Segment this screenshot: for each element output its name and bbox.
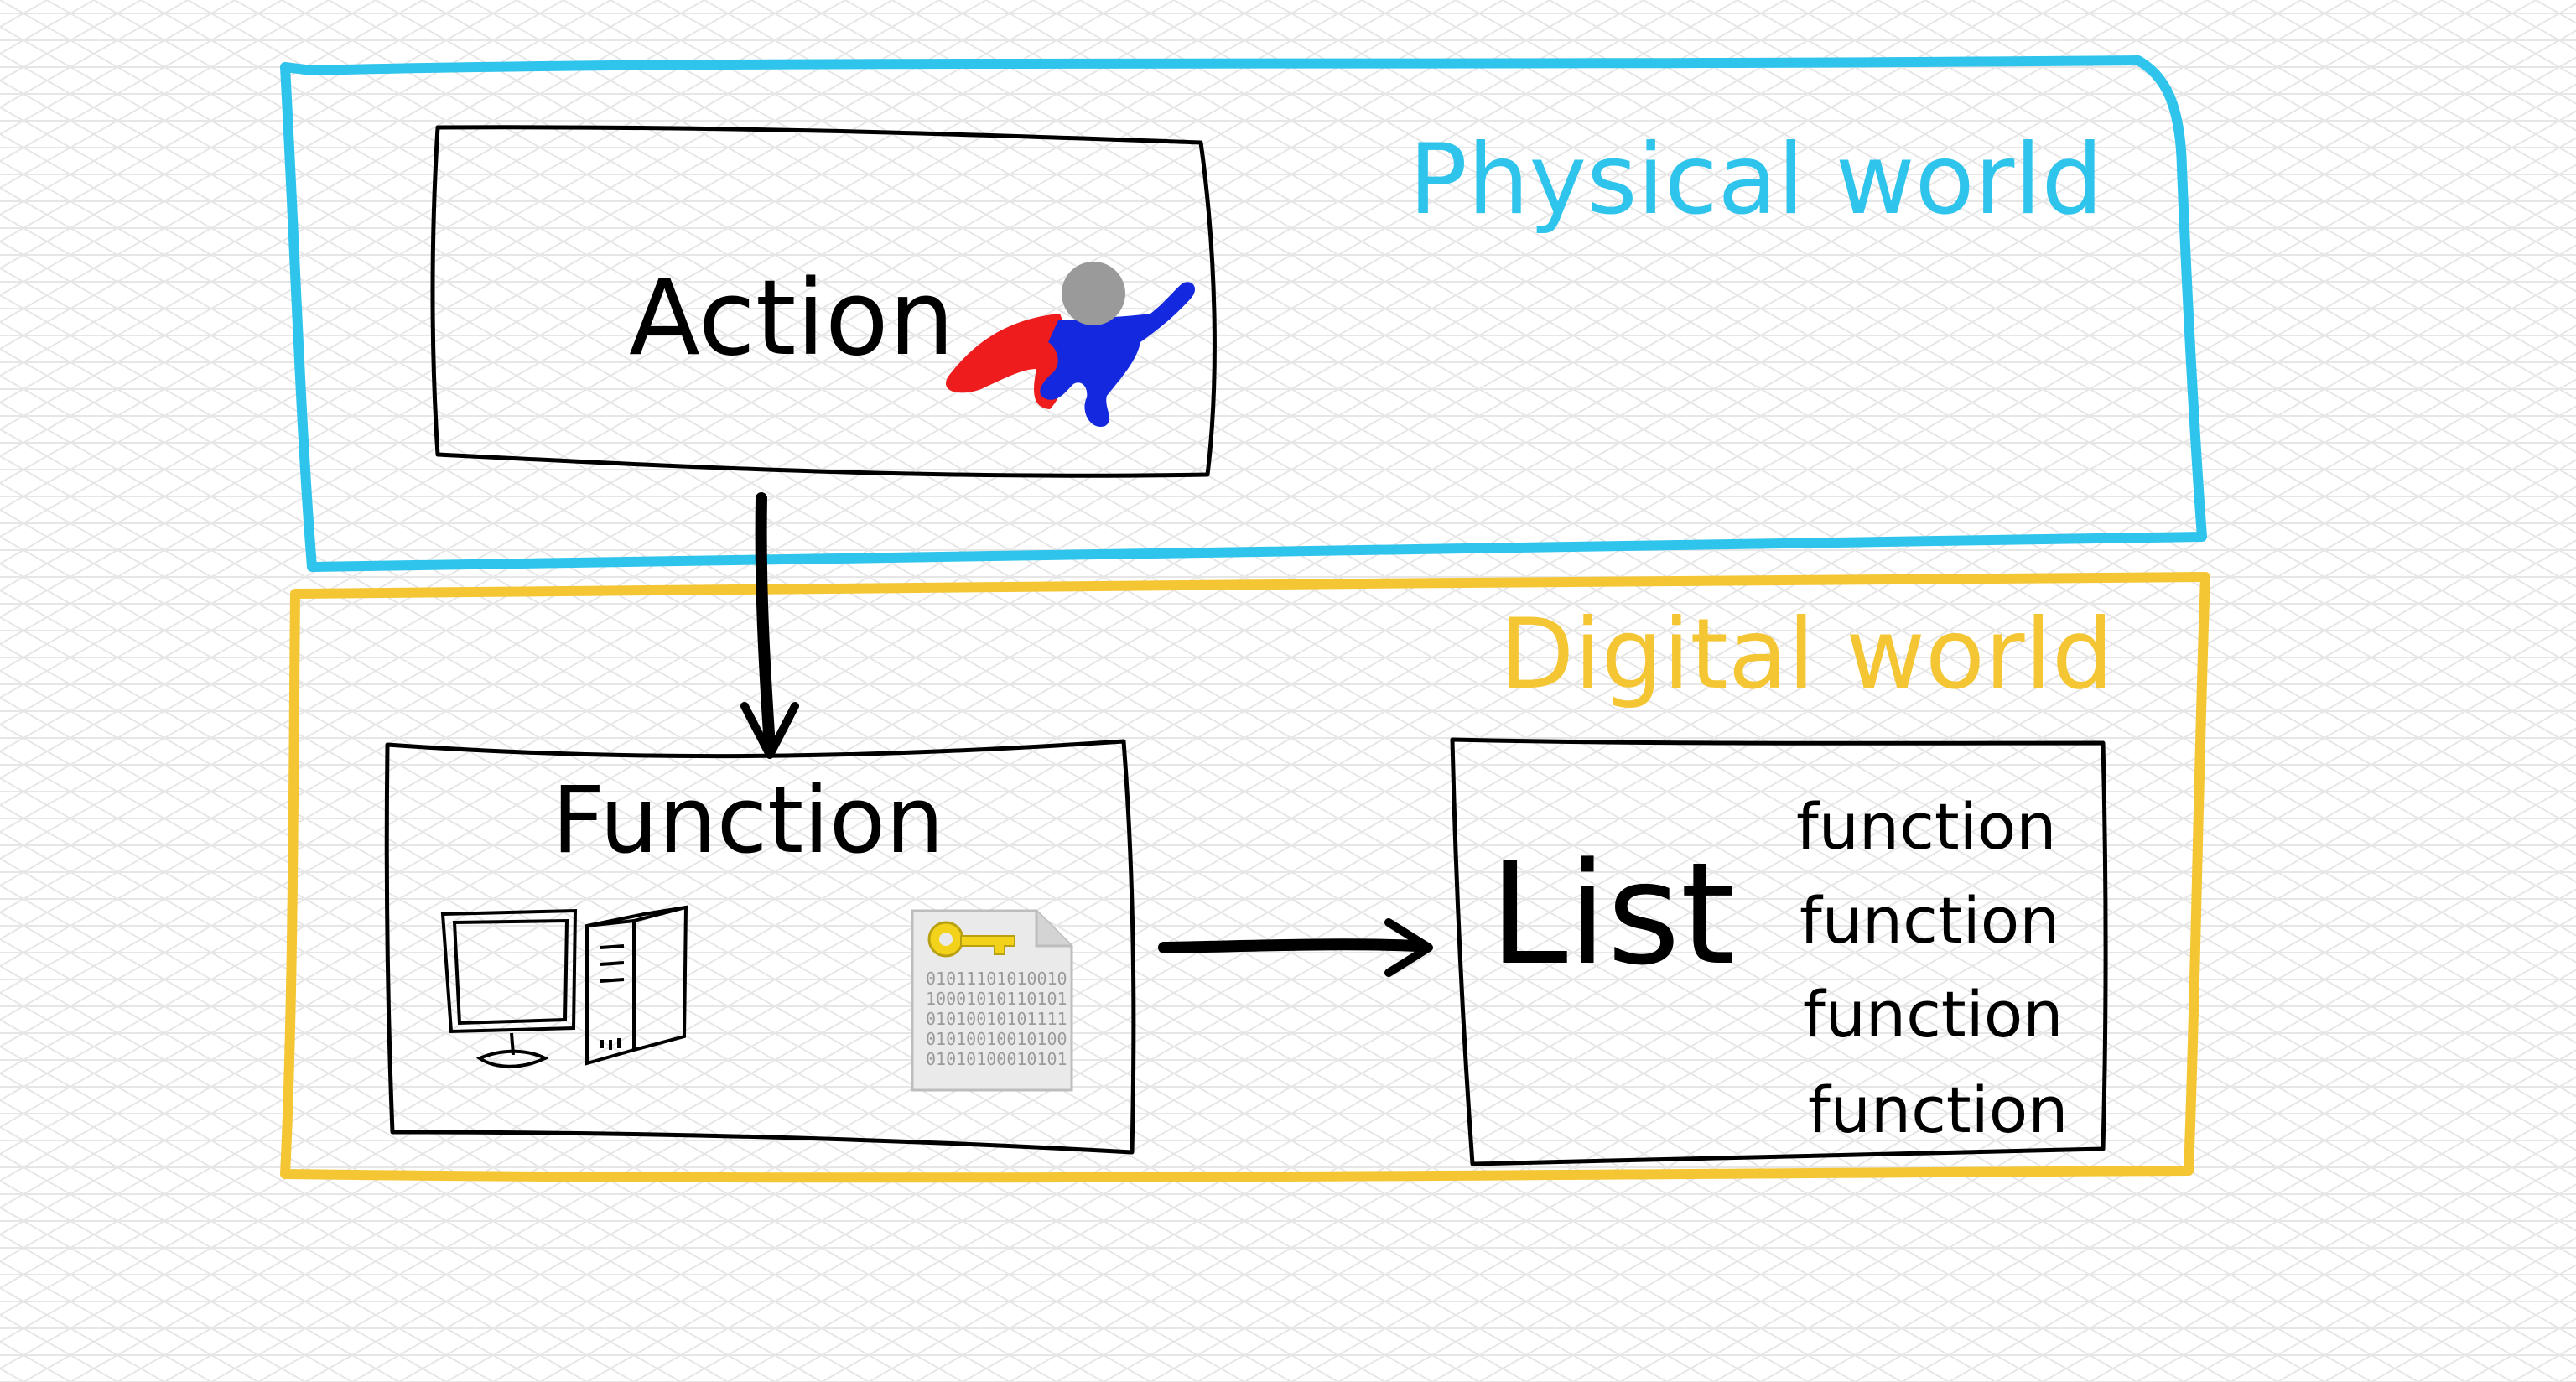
digital-world-region: Digital world [280, 572, 2210, 1183]
action-node: Action [430, 125, 1217, 478]
hero-cape [946, 314, 1072, 409]
hero-body [1040, 282, 1196, 427]
list-box [1450, 737, 2108, 1166]
computer-monitor-icon [440, 908, 578, 1068]
superhero-icon [946, 262, 1196, 427]
function-box [384, 739, 1136, 1155]
action-label: Action [629, 258, 954, 379]
binary-line-2: 10001010110101 [926, 989, 1067, 1009]
list-item-2: function [1800, 883, 2059, 958]
physical-world-label: Physical world [1409, 123, 2103, 236]
hero-head [1062, 262, 1125, 325]
binary-key-file-icon: 01011101010010 10001010110101 0101001010… [911, 909, 1073, 1092]
list-item-3: function [1803, 977, 2063, 1052]
action-box [430, 125, 1217, 478]
binary-line-1: 01011101010010 [926, 969, 1067, 989]
physical-world-border [280, 55, 2207, 572]
digital-world-border [280, 572, 2210, 1183]
arrow-action-to-function [740, 492, 799, 759]
list-node: List function function function function [1450, 737, 2108, 1166]
key-icon [927, 921, 1015, 958]
binary-line-3: 01010010101111 [926, 1009, 1067, 1029]
list-label: List [1489, 832, 1736, 996]
binary-line-5: 01010100010101 [926, 1049, 1067, 1069]
arrow-function-to-list [1158, 918, 1433, 977]
list-item-4: function [1808, 1073, 2068, 1147]
function-node: Function 01011101010010 [384, 739, 1136, 1155]
digital-world-label: Digital world [1499, 598, 2113, 711]
physical-world-region: Physical world [280, 55, 2207, 572]
list-item-1: function [1796, 789, 2056, 864]
binary-line-4: 01010010010100 [926, 1029, 1067, 1049]
function-label: Function [552, 766, 944, 874]
computer-tower-icon [585, 905, 688, 1066]
